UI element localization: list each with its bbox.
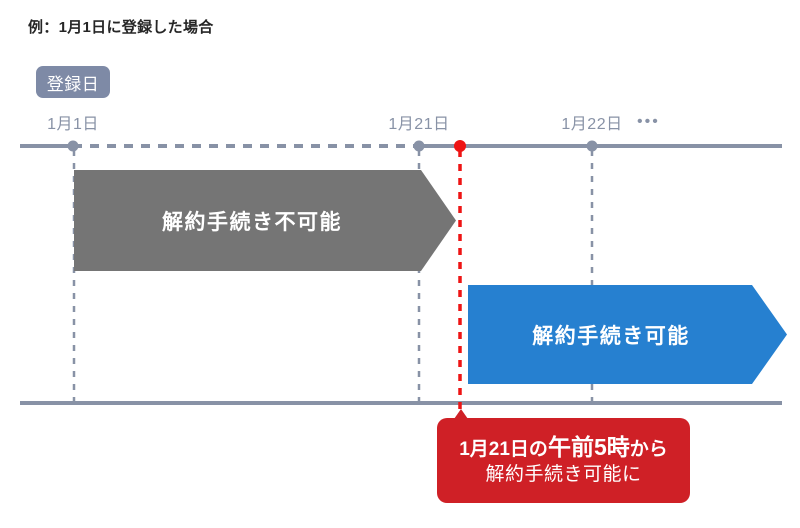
tick-dot-jan22 — [586, 140, 598, 152]
timeline-ellipsis: ••• — [637, 113, 660, 130]
tick-label-jan21: 1月21日 — [388, 116, 450, 133]
bar-cancellation-available: 解約手続き可能 — [468, 285, 788, 384]
callout-emphasis: 午前5時 — [547, 434, 630, 461]
callout-prefix: 1月21日の — [459, 439, 548, 461]
cancellation-start-marker-dot — [454, 140, 466, 152]
callout-line-2: 解約手続き可能に — [485, 464, 642, 486]
bar-label-unavailable: 解約手続き不可能 — [162, 210, 342, 234]
page-title: 例：1月1日に登録した場合 — [28, 19, 214, 36]
bar-cancellation-unavailable: 解約手続き不可能 — [74, 170, 456, 271]
tick-dot-jan1 — [67, 140, 79, 152]
callout-box: 1月21日の午前5時から 解約手続き可能に — [437, 418, 690, 503]
callout-tail — [454, 409, 468, 419]
bar-label-available: 解約手続き可能 — [532, 324, 690, 348]
tick-label-jan22: 1月22日 — [561, 116, 623, 133]
tick-label-jan1: 1月1日 — [47, 116, 99, 133]
tick-dot-jan21 — [413, 140, 425, 152]
callout-suffix: から — [629, 439, 668, 461]
registration-date-badge: 登録日 — [36, 66, 110, 98]
callout-line-1: 1月21日の午前5時から — [459, 433, 668, 462]
